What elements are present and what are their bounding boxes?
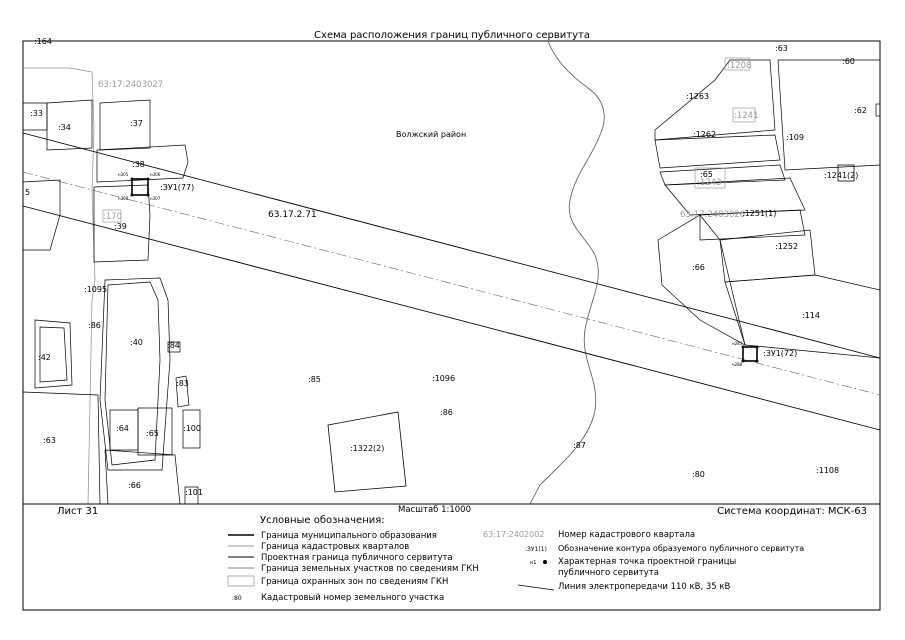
quarter-label: 63:17:2403026 bbox=[680, 210, 745, 220]
region-label: Волжский район bbox=[396, 130, 466, 139]
parcel-label: :86 bbox=[440, 408, 453, 417]
legend-item: Граница муниципального образования bbox=[261, 531, 437, 541]
legend-symbol-powerline bbox=[517, 584, 555, 591]
parcel-label: :40 bbox=[130, 338, 143, 347]
parcel-label: :1243 bbox=[697, 178, 722, 188]
object-box-62 bbox=[875, 103, 881, 117]
servitude-contour-72 bbox=[742, 346, 758, 362]
legend-point-label: публичного сервитута bbox=[558, 568, 659, 578]
line-code-label: 63.17.2.71 bbox=[268, 210, 317, 220]
parcel-label: :65 bbox=[700, 170, 713, 179]
parcel-label: :80 bbox=[692, 470, 705, 479]
parcel-label: :85 bbox=[308, 375, 321, 384]
legend-quarter-label: Номер кадастрового квартала bbox=[558, 530, 695, 540]
object-box-1243 bbox=[694, 167, 726, 189]
svg-text:н306: н306 bbox=[150, 172, 161, 177]
parcel-label: :86 bbox=[88, 321, 101, 330]
parcel-label: :1241 bbox=[734, 111, 759, 121]
parcel-label: :109 bbox=[786, 133, 804, 142]
servitude-boundary-bottom bbox=[22, 205, 881, 431]
characteristic-points-72 bbox=[741, 345, 759, 363]
parcel-label: :64 bbox=[116, 424, 129, 433]
quarter-boundary-left bbox=[23, 67, 96, 505]
parcel-label: :1096 bbox=[432, 374, 455, 383]
svg-text:н288: н288 bbox=[732, 362, 743, 367]
servitude-label: :ЗУ1(77) bbox=[160, 183, 194, 192]
parcel-label: :1108 bbox=[816, 466, 839, 475]
parcel-label: :65 bbox=[146, 429, 159, 438]
parcel-label: :84 bbox=[167, 341, 180, 350]
parcel-label: :63 bbox=[775, 44, 788, 53]
legend-symbol-protection-zone bbox=[227, 575, 255, 587]
parcel-label: :39 bbox=[114, 222, 127, 231]
legend-point-label: Характерная точка проектной границы bbox=[558, 557, 736, 567]
sheet-frame bbox=[22, 40, 881, 611]
parcel-label: :170 bbox=[103, 212, 122, 222]
parcel-label: :1241(2) bbox=[824, 171, 858, 180]
parcel-label: :83 bbox=[176, 379, 189, 388]
parcel-label: :101 bbox=[185, 488, 203, 497]
parcel-label: :62 bbox=[854, 106, 867, 115]
legend-point-symbol bbox=[543, 560, 547, 564]
object-box-1208 bbox=[724, 57, 751, 71]
parcel-label: :1252 bbox=[775, 242, 798, 251]
municipal-boundary bbox=[529, 40, 605, 505]
parcel-label: :38 bbox=[132, 160, 145, 169]
parcel-label: :1208 bbox=[727, 61, 752, 71]
legend-item: Граница кадастровых кварталов bbox=[261, 542, 409, 552]
parcel-label: :1263 bbox=[686, 92, 709, 101]
legend-parcel-sample: :80 bbox=[232, 595, 242, 602]
parcel-label: :63 bbox=[43, 436, 56, 445]
legend-item: Проектная граница публичного сервитута bbox=[261, 553, 453, 563]
parcel-label: :114 bbox=[802, 311, 820, 320]
parcel-label: :100 bbox=[183, 424, 201, 433]
map-title: Схема расположения границ публичного сер… bbox=[314, 30, 590, 41]
parcel-label: :1322(2) bbox=[350, 444, 384, 453]
legend-quarter-sample: 63:17:2402002 bbox=[483, 530, 544, 539]
svg-text:н285: н285 bbox=[732, 341, 743, 346]
right-parcels bbox=[654, 59, 881, 359]
parcel-label: :66 bbox=[128, 481, 141, 490]
parcel-label: :66 bbox=[692, 263, 705, 272]
legend-zu-label: Обозначение контура образуемого публично… bbox=[558, 544, 804, 553]
servitude-label: :ЗУ1(72) bbox=[763, 349, 797, 358]
parcel-label: :42 bbox=[38, 353, 51, 362]
legend-item: Граница охранных зон по сведениям ГКН bbox=[261, 577, 448, 587]
parcel-label: :164 bbox=[34, 37, 52, 46]
parcel-label: :33 bbox=[30, 109, 43, 118]
coord-system: Система координат: МСК-63 bbox=[717, 506, 867, 517]
parcel-label: :87 bbox=[573, 441, 586, 450]
svg-text:н307: н307 bbox=[150, 196, 161, 201]
characteristic-points-77 bbox=[130, 177, 150, 197]
legend-heading: Условные обозначения: bbox=[260, 515, 385, 526]
legend-powerline-label: Линия электропередачи 110 кВ, 35 кВ bbox=[558, 582, 731, 592]
parcel-1322 bbox=[327, 411, 407, 493]
legend-point-sample: н1 bbox=[530, 560, 536, 566]
object-box-1241b bbox=[837, 164, 855, 182]
parcel-label: :1251(1) bbox=[742, 209, 776, 218]
parcel-label: :60 bbox=[842, 57, 855, 66]
legend-item: Граница земельных участков по сведениям … bbox=[261, 564, 479, 574]
sheet-number: Лист 31 bbox=[57, 506, 98, 517]
parcel-label: 5 bbox=[25, 188, 30, 197]
parcel-label: :1262 bbox=[693, 130, 716, 139]
power-line-axis bbox=[22, 171, 881, 396]
quarter-label: 63:17:2403027 bbox=[98, 80, 163, 90]
scale-label: Масштаб 1:1000 bbox=[398, 505, 471, 515]
svg-text:н305: н305 bbox=[118, 172, 129, 177]
parcel-label: :34 bbox=[58, 123, 71, 132]
object-box-1241 bbox=[732, 107, 756, 123]
svg-text:н308: н308 bbox=[118, 196, 129, 201]
left-parcels bbox=[22, 99, 201, 505]
legend-item: Кадастровый номер земельного участка bbox=[261, 593, 444, 603]
parcel-label: :37 bbox=[130, 119, 143, 128]
parcel-label: :1095 bbox=[84, 285, 107, 294]
legend-zu-sample: :ЗУ1(1) bbox=[525, 546, 547, 553]
servitude-contour-77 bbox=[131, 178, 149, 196]
object-box-170 bbox=[102, 209, 122, 223]
